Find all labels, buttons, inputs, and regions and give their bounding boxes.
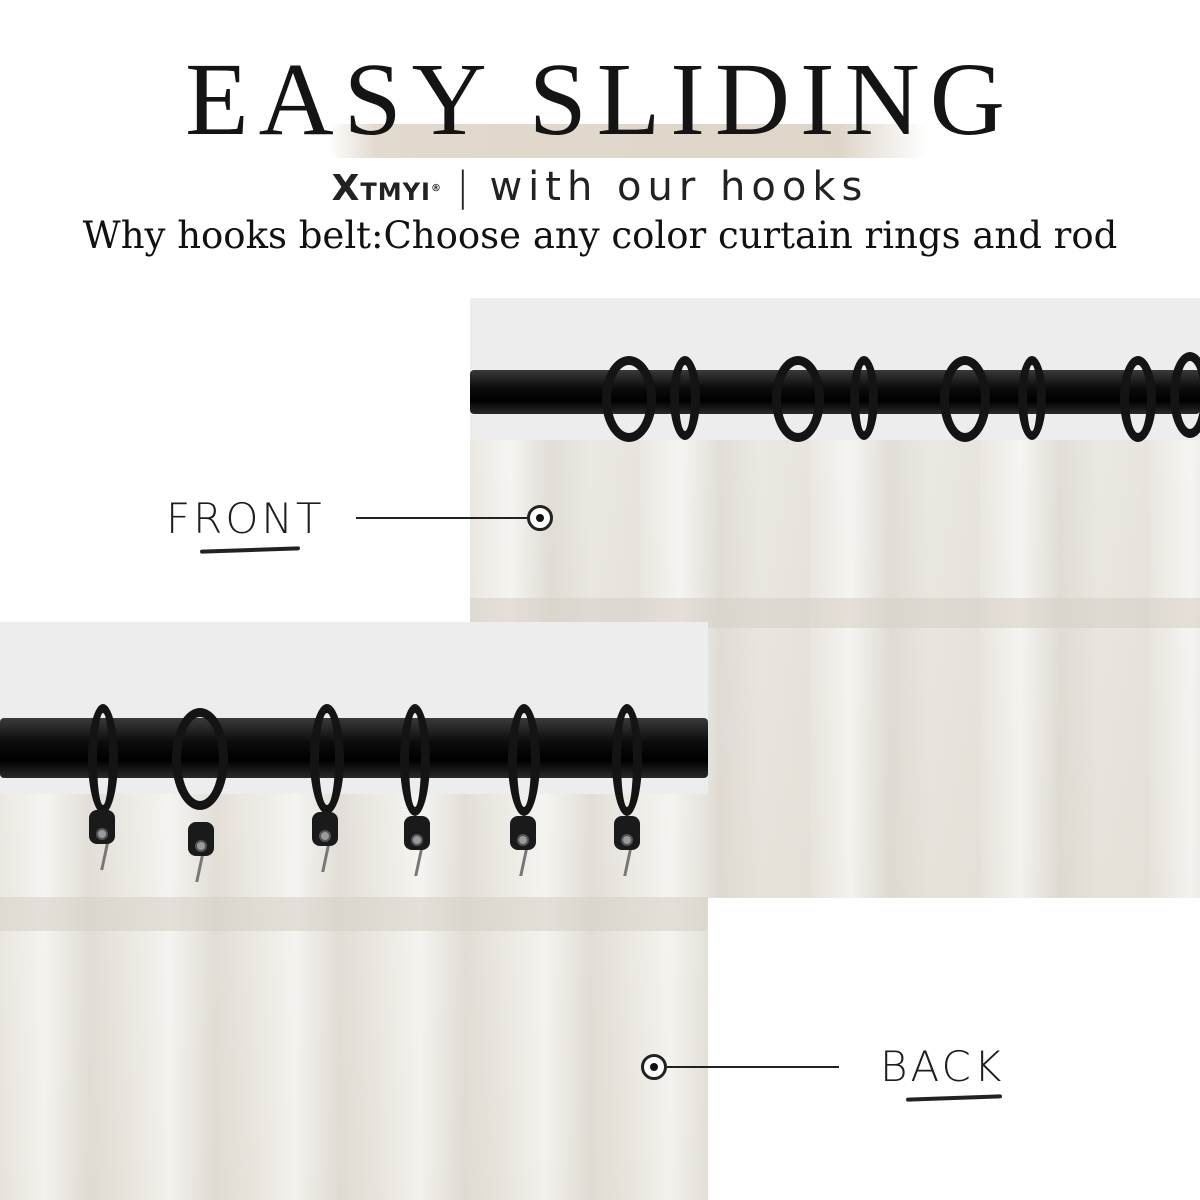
curtain-ring (1018, 356, 1046, 440)
curtain-ring (612, 704, 642, 816)
curtain-fabric (0, 794, 708, 1200)
tagline: XTMYI® | with our hooks (0, 164, 1200, 210)
fabric-band (0, 897, 708, 931)
front-label-squiggle (199, 546, 301, 554)
front-callout-dot (527, 505, 553, 531)
curtain-ring (670, 356, 700, 440)
curtain-ring (400, 704, 430, 816)
page-title: EASY SLIDING (185, 42, 1015, 157)
ring-clip (89, 810, 115, 844)
ring-clip (188, 822, 214, 856)
back-view-photo (0, 622, 708, 1200)
back-label-squiggle (905, 1094, 1003, 1102)
curtain-ring (940, 356, 990, 442)
back-label: BACK (880, 1042, 1005, 1091)
front-leader-line (356, 517, 528, 519)
ring-clip (510, 816, 536, 850)
curtain-ring (88, 704, 118, 814)
brand-registered-mark: ® (430, 183, 442, 194)
subtitle: Why hooks belt:Choose any color curtain … (82, 214, 1118, 257)
title-brush-underline (328, 124, 928, 158)
tagline-text: with our hooks (489, 164, 869, 210)
ring-clip (614, 816, 640, 850)
curtain-ring (172, 708, 228, 810)
curtain-ring (772, 356, 824, 442)
curtain-ring (1120, 356, 1156, 442)
curtain-ring (850, 356, 878, 440)
back-leader-line (667, 1066, 839, 1068)
curtain-ring (1170, 352, 1200, 438)
curtain-ring (508, 704, 540, 816)
tagline-separator: | (455, 164, 476, 210)
ring-clip (404, 816, 430, 850)
curtain-rod (470, 370, 1200, 414)
brand-logo-name: TMYI (360, 178, 431, 206)
brand-logo-mark: X (331, 168, 361, 209)
brand-logo: XTMYI® (332, 168, 442, 209)
curtain-ring (310, 704, 344, 814)
back-callout-dot (641, 1054, 667, 1080)
curtain-rod (0, 718, 708, 778)
front-label: FRONT (166, 494, 325, 543)
ring-clip (312, 812, 338, 846)
curtain-ring (602, 356, 656, 442)
